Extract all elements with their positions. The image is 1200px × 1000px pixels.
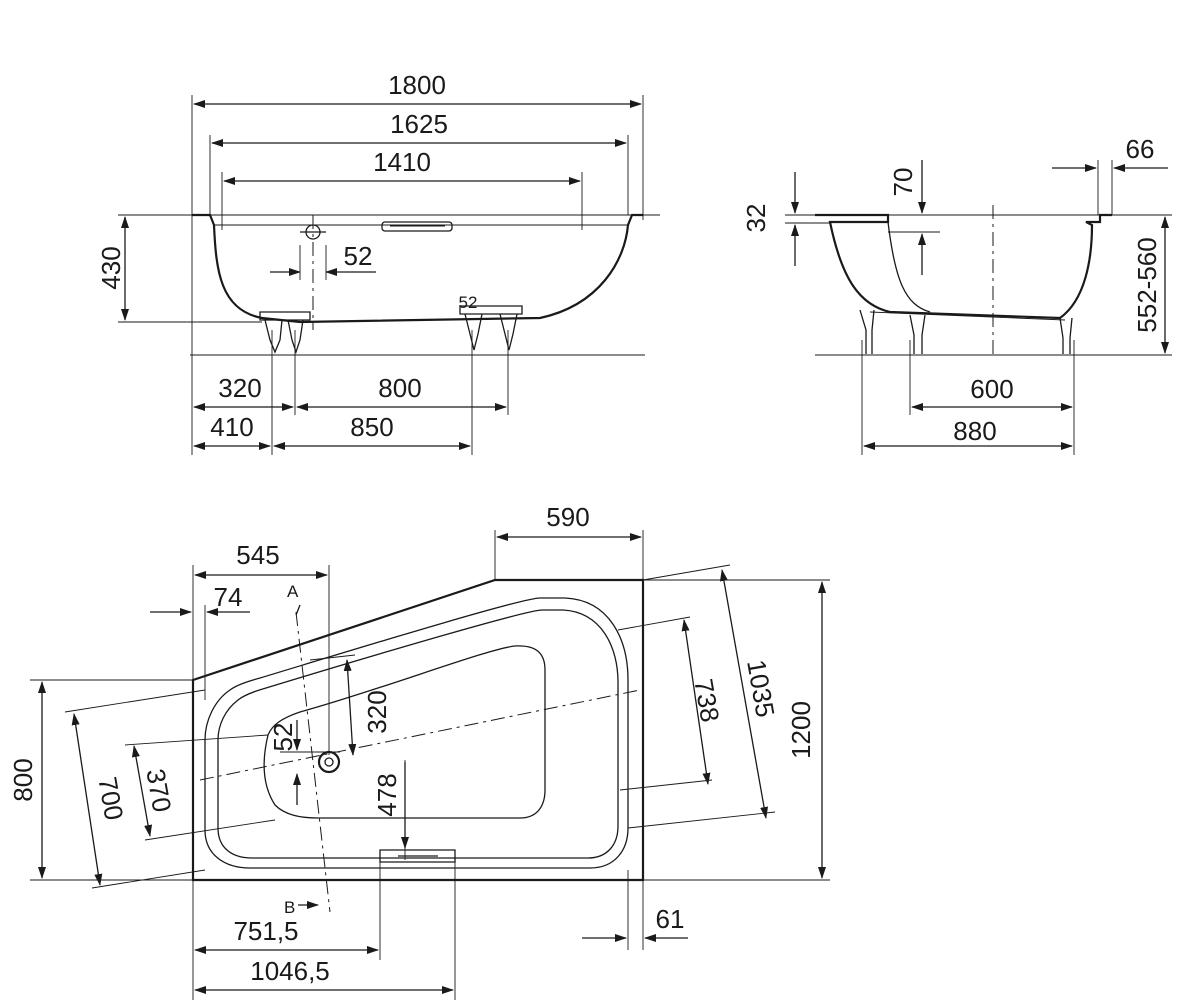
dim-short-rim-offset: 74: [214, 582, 243, 612]
handle-icon: [381, 221, 453, 232]
dim-bottom-inner: 370: [140, 766, 177, 814]
tub-plan-outline: [191, 578, 645, 882]
section-a-label: A: [287, 582, 299, 601]
dim-rim-height: 70: [888, 168, 918, 197]
dim-drain-offset: 545: [236, 540, 279, 570]
tub-side-outline: [192, 213, 643, 324]
dim-drain-offset: 52: [344, 241, 373, 271]
tub-end-outline: [815, 213, 1112, 320]
dim-foot-span-b: 850: [350, 412, 393, 442]
end-view: 66 70 32 552-560 600 880: [741, 134, 1172, 455]
dim-left-depth: 800: [8, 758, 38, 801]
dim-overall-length: 1800: [388, 70, 446, 100]
section-b-label: B: [284, 898, 295, 917]
dim-foot-label: 52: [459, 293, 478, 312]
dim-overall-depth: 1200: [786, 701, 816, 759]
dim-left-diag: 700: [92, 774, 129, 822]
dim-overflow-x: 751,5: [233, 916, 298, 946]
foot-left: [259, 311, 311, 355]
dim-foot-b-offset: 410: [210, 412, 253, 442]
dim-angled-top: 590: [546, 502, 589, 532]
dim-right-width: 61: [656, 904, 685, 934]
tub-floor: [263, 645, 546, 819]
dim-inner-length: 1410: [373, 147, 431, 177]
dim-height-range: 552-560: [1132, 237, 1162, 332]
dim-drain-to-rim: 52: [268, 723, 298, 752]
dim-feet-span: 600: [970, 374, 1013, 404]
dim-rim-length: 1625: [390, 109, 448, 139]
foot-right: [459, 305, 523, 351]
dim-foot-a-offset: 320: [218, 373, 261, 403]
dim-foot-span-a: 800: [378, 373, 421, 403]
side-view: 430 1800 1625 1410 52 52 320 800 410 850: [96, 70, 660, 455]
dim-floor-offset: 320: [362, 690, 392, 733]
dim-overflow-offset: 478: [372, 773, 402, 816]
dim-width: 880: [953, 416, 996, 446]
dim-inner-depth: 738: [688, 676, 725, 724]
dim-overall-x: 1046,5: [250, 956, 330, 986]
plan-view: A B 545 74 590 1200 1035: [8, 502, 830, 1000]
dim-height: 430: [96, 246, 126, 289]
dim-rim-thickness: 32: [741, 204, 771, 233]
dim-rim-flange: 66: [1126, 134, 1155, 164]
tub-inner-rim: [204, 597, 629, 869]
